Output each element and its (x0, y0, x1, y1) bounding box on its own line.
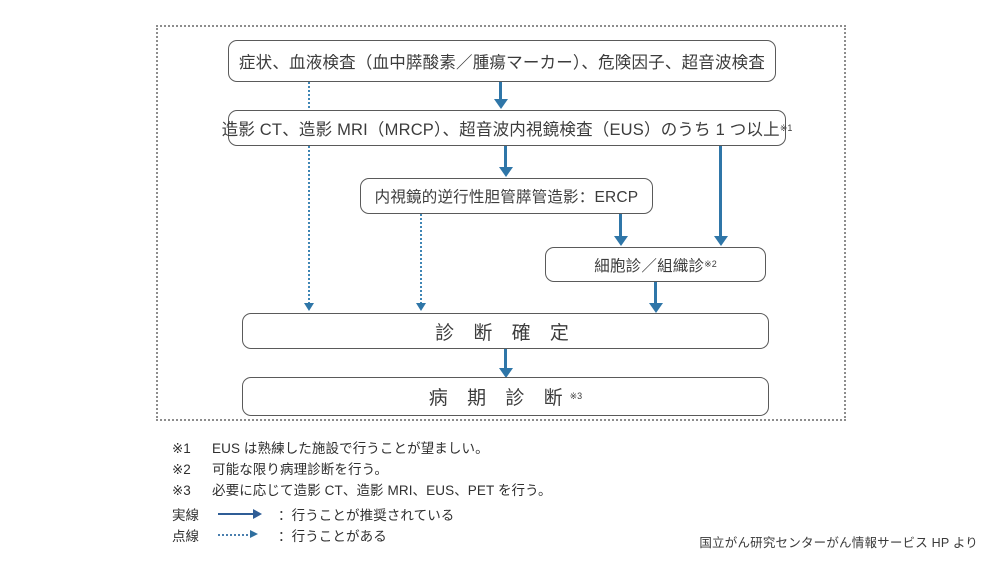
flow-box-diagnosis-confirmed-label: 診 断 確 定 (435, 322, 576, 344)
legend-solid-label: 実線 (172, 507, 199, 523)
legend: 実線 ：行うことが推奨されている 点線 ：行うことがある (172, 503, 454, 545)
flow-box-ercp[interactable]: 内視鏡的逆行性胆管膵管造影：ERCP (360, 178, 653, 214)
flowchart-frame (156, 25, 846, 421)
footnotes-list: ※1 EUS は熟練した施設で行うことが望ましい。 ※2 可能な限り病理診断を行… (172, 438, 732, 501)
flow-box-symptoms[interactable]: 症状、血液検査（血中膵酸素／腫瘍マーカー）、危険因子、超音波検査 (228, 40, 776, 82)
footnote-item: ※2 可能な限り病理診断を行う。 (172, 459, 732, 480)
footnote-item: ※3 必要に応じて造影 CT、造影 MRI、EUS、PET を行う。 (172, 480, 732, 501)
footnote-marker: ※3 (172, 483, 191, 498)
legend-item-solid: 実線 ：行うことが推奨されている (172, 503, 454, 524)
flow-box-diagnosis-confirmed[interactable]: 診 断 確 定 (242, 313, 769, 349)
footnote-ref-1: ※1 (779, 122, 793, 133)
flow-box-cytology[interactable]: 細胞診／組織診※2 (545, 247, 766, 282)
flow-box-ercp-label: 内視鏡的逆行性胆管膵管造影：ERCP (374, 189, 639, 206)
footnote-marker: ※1 (172, 441, 191, 456)
footnote-item: ※1 EUS は熟練した施設で行うことが望ましい。 (172, 438, 732, 459)
dotted-arrow-icon (216, 528, 278, 542)
legend-dotted-label: 点線 (172, 528, 199, 544)
flow-box-staging-label: 病 期 診 断 (428, 388, 570, 409)
flow-box-cytology-label: 細胞診／組織診 (594, 257, 705, 275)
footnote-marker: ※2 (172, 462, 191, 477)
legend-dotted-description: ：行うことがある (278, 528, 387, 544)
attribution-text: 国立がん研究センターがん情報サービス HP より (699, 536, 978, 550)
footnote-text: 必要に応じて造影 CT、造影 MRI、EUS、PET を行う。 (212, 483, 552, 498)
footnote-text: 可能な限り病理診断を行う。 (212, 462, 388, 477)
legend-item-dotted: 点線 ：行うことがある (172, 524, 454, 545)
footnote-ref-2: ※2 (704, 259, 717, 269)
footnote-ref-3: ※3 (569, 391, 583, 401)
flow-box-symptoms-label: 症状、血液検査（血中膵酸素／腫瘍マーカー）、危険因子、超音波検査 (238, 54, 766, 72)
footnote-text: EUS は熟練した施設で行うことが望ましい。 (212, 441, 489, 456)
flow-box-imaging-label: 造影 CT、造影 MRI（MRCP）、超音波内視鏡検査（EUS）のうち 1 つ以… (221, 121, 780, 139)
flow-box-imaging[interactable]: 造影 CT、造影 MRI（MRCP）、超音波内視鏡検査（EUS）のうち 1 つ以… (222, 110, 792, 146)
solid-arrow-icon (216, 507, 278, 521)
flow-box-staging[interactable]: 病 期 診 断※3 (242, 377, 769, 416)
legend-solid-description: ：行うことが推奨されている (278, 507, 455, 523)
